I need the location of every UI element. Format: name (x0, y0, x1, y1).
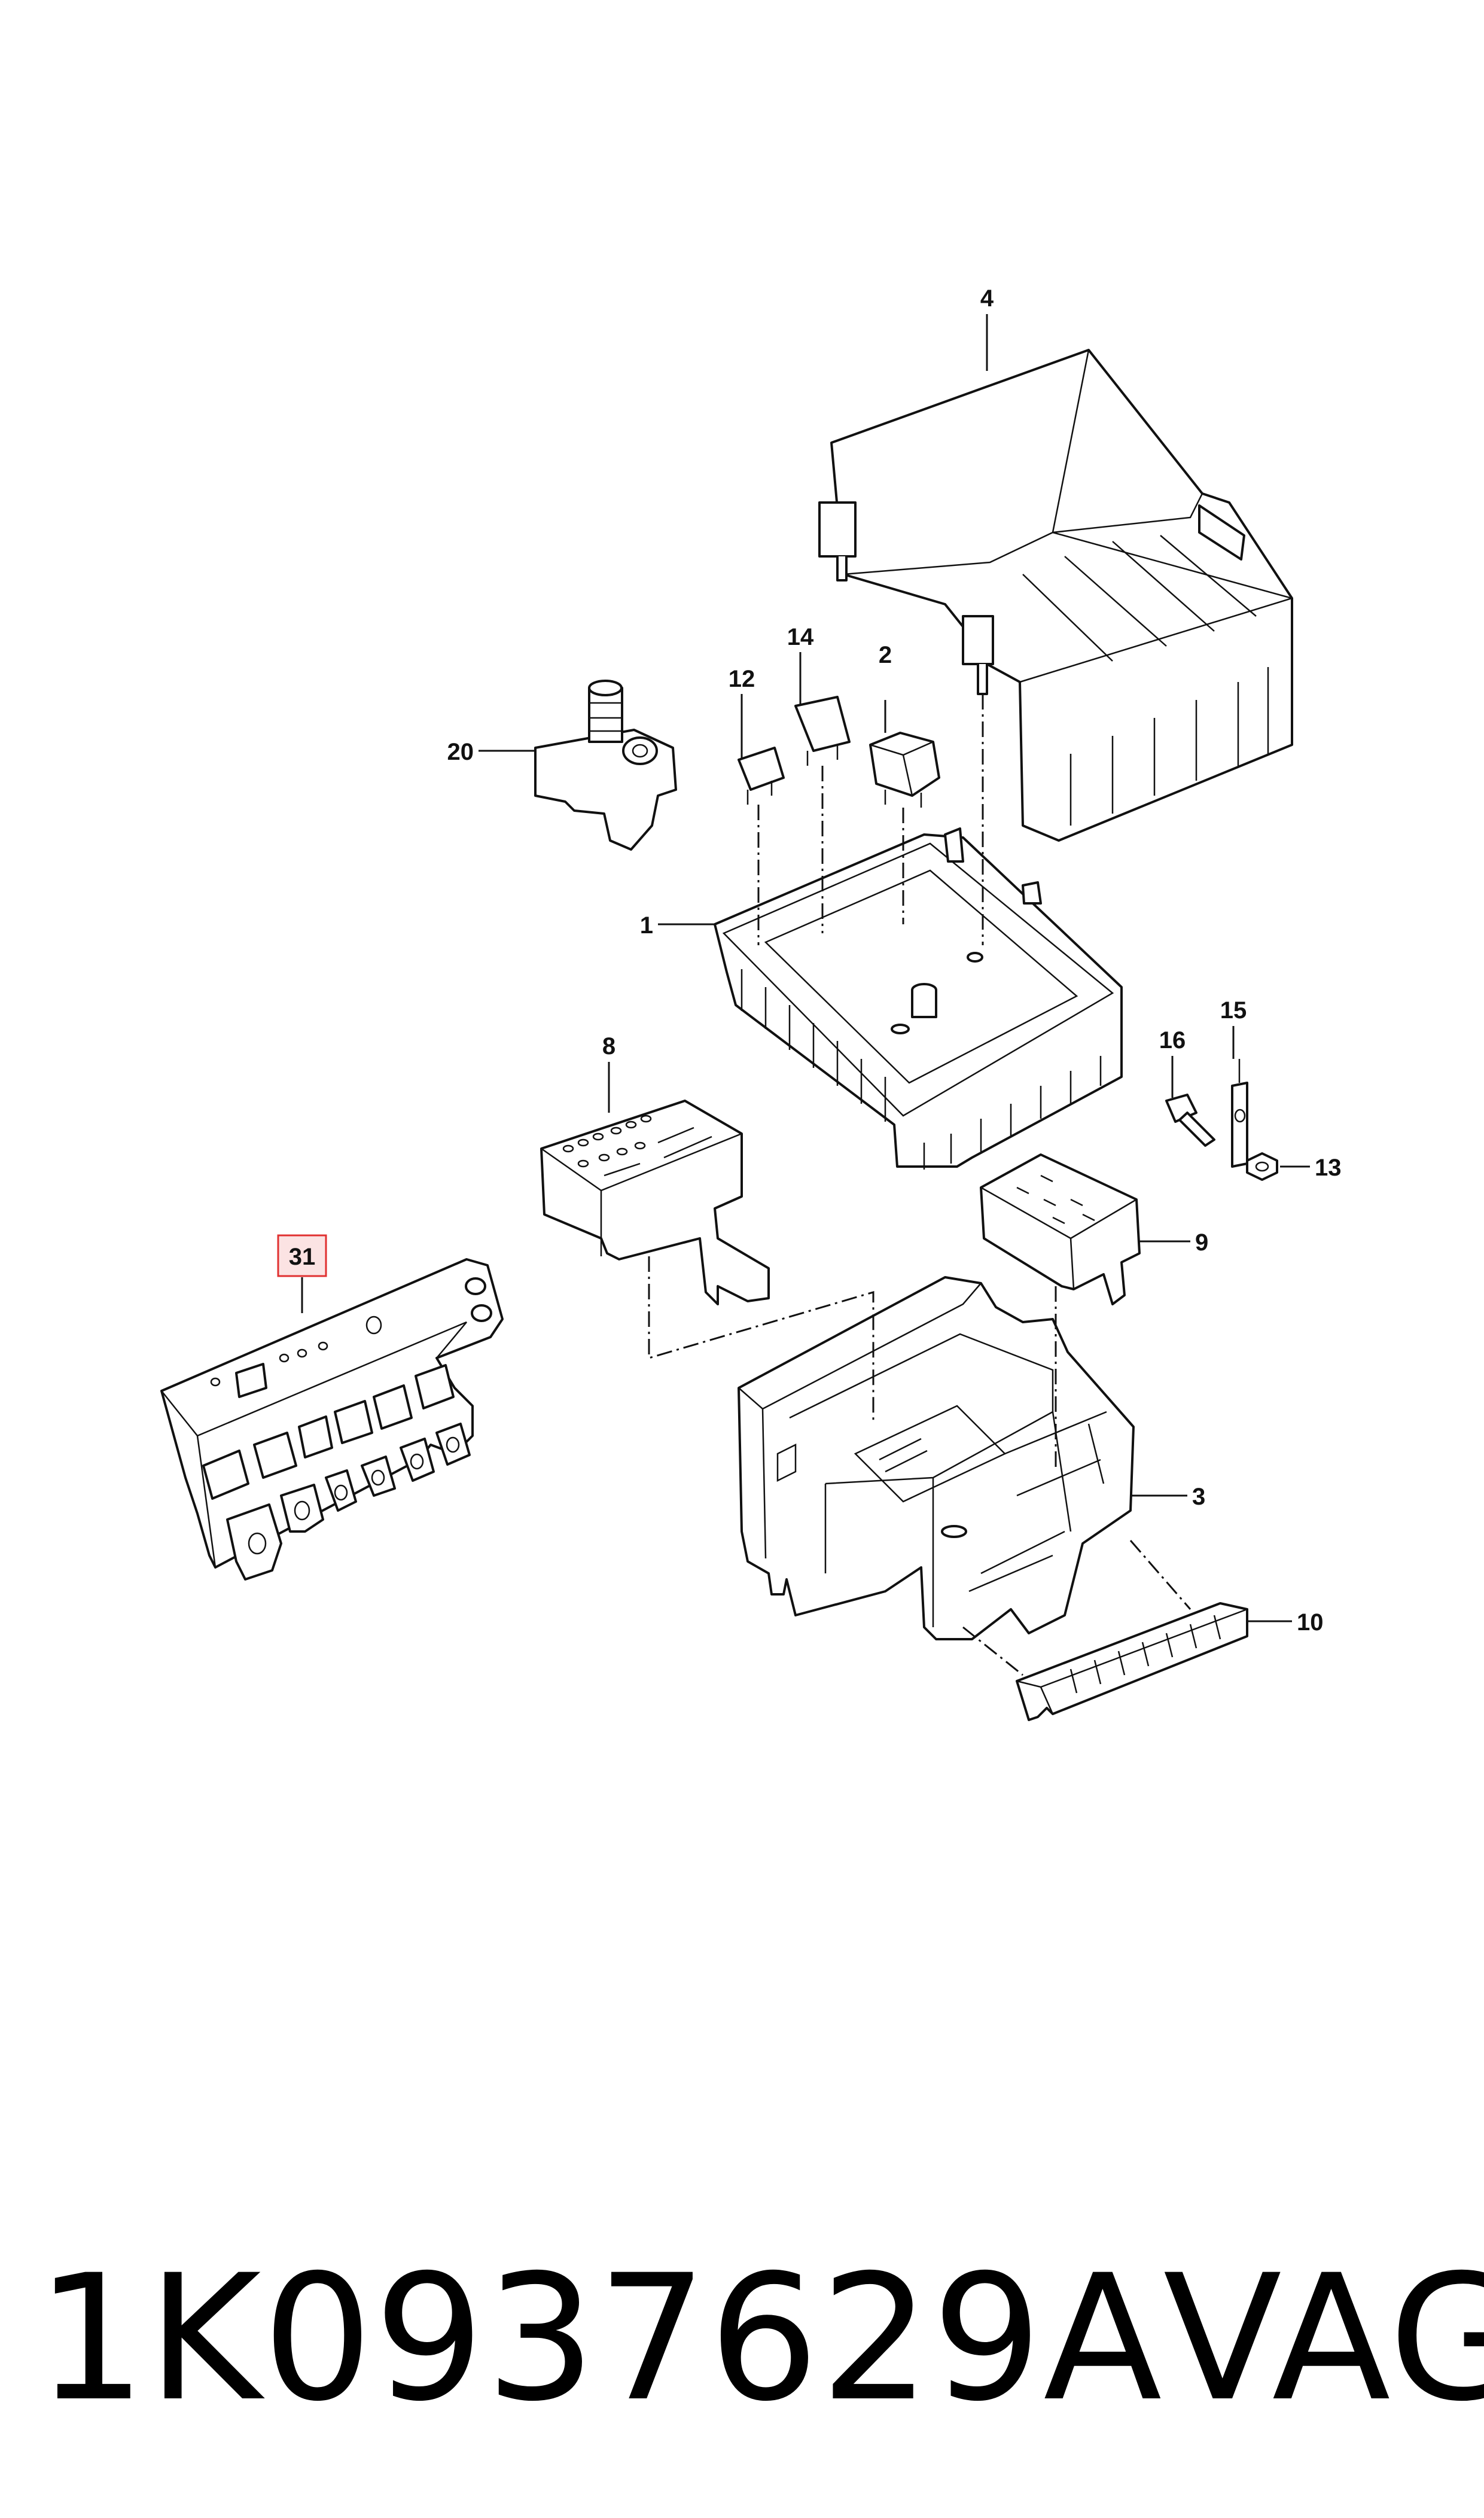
part-8-cover (540, 1100, 770, 1305)
part-3-battery-tray (738, 1276, 1135, 1640)
callout-2: 2 (879, 642, 892, 668)
callout-12: 12 (729, 666, 755, 692)
assembly-lines (648, 694, 1192, 1676)
part-20-bracket (534, 680, 677, 851)
callout-4: 4 (980, 285, 994, 312)
callout-14: 14 (787, 624, 814, 650)
callout-20: 20 (447, 739, 474, 765)
callout-31: 31 (289, 1244, 316, 1270)
callout-8: 8 (602, 1033, 615, 1059)
part-15-strip-fuse (1231, 1059, 1248, 1168)
callout-3: 3 (1192, 1484, 1205, 1510)
callout-labels: 4 14 12 2 20 1 8 16 15 13 9 3 10 31 (277, 285, 1342, 1636)
callout-15: 15 (1220, 997, 1247, 1024)
callout-9: 9 (1195, 1229, 1208, 1256)
part-12-mini-fuse (738, 747, 785, 805)
part-9-terminal-cover (980, 1153, 1141, 1305)
callout-10: 10 (1297, 1609, 1324, 1636)
part-4-fuse-box-cover (818, 349, 1293, 842)
callout-13: 13 (1315, 1155, 1342, 1181)
part-31-fuse-strip (160, 1258, 504, 1581)
part-2-relay (869, 732, 940, 808)
part-number: 1K0937629A (36, 2238, 1163, 2440)
footer: 1K0937629A VAG (36, 2213, 1484, 2465)
callout-1: 1 (640, 912, 653, 939)
part-16-bolt (1165, 1094, 1215, 1147)
brand-name: VAG (1163, 2238, 1484, 2440)
callout-31-highlight (277, 1234, 327, 1277)
leader-lines (301, 314, 1310, 1622)
callout-16: 16 (1159, 1027, 1186, 1054)
part-13-nut (1246, 1152, 1278, 1181)
part-1-fuse-box-housing (714, 827, 1123, 1170)
part-10-connector-strip (1016, 1602, 1248, 1721)
part-14-fuse (794, 696, 851, 766)
